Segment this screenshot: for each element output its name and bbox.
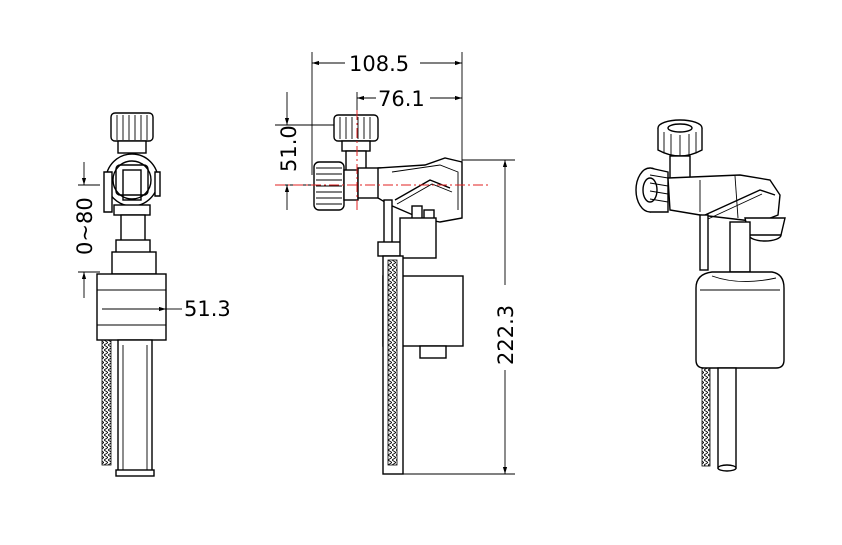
side-inlet-knob bbox=[313, 161, 359, 211]
front-top-knob bbox=[110, 112, 154, 154]
side-view: 108.5 76.1 51.0 bbox=[275, 52, 518, 475]
front-stem bbox=[111, 214, 157, 275]
side-dim-222-3 bbox=[462, 159, 515, 474]
front-valve-head bbox=[103, 153, 161, 216]
iso-stem bbox=[699, 214, 751, 273]
dim-label-d4: 0~80 bbox=[73, 197, 97, 255]
dim-label-d6: 222.3 bbox=[494, 305, 518, 365]
side-top-knob bbox=[333, 114, 379, 176]
front-view: 0~80 51.3 bbox=[73, 112, 231, 477]
iso-valve-body bbox=[667, 174, 786, 242]
iso-side-knob bbox=[635, 167, 669, 213]
front-float bbox=[96, 273, 167, 341]
isometric-view bbox=[635, 119, 786, 472]
front-lower-tube bbox=[101, 339, 155, 477]
side-valve-body bbox=[357, 157, 463, 227]
front-dim-0-80 bbox=[78, 162, 100, 298]
dim-label-d1: 108.5 bbox=[349, 52, 409, 76]
dim-label-d3: 51.0 bbox=[277, 125, 301, 172]
iso-float bbox=[695, 271, 785, 369]
dim-label-d2: 76.1 bbox=[378, 87, 425, 111]
side-lower-tube bbox=[382, 255, 515, 475]
side-stem bbox=[377, 199, 437, 259]
dim-label-d5: 51.3 bbox=[184, 297, 231, 321]
side-centerlines bbox=[275, 110, 490, 210]
iso-lower-tube bbox=[701, 367, 737, 472]
